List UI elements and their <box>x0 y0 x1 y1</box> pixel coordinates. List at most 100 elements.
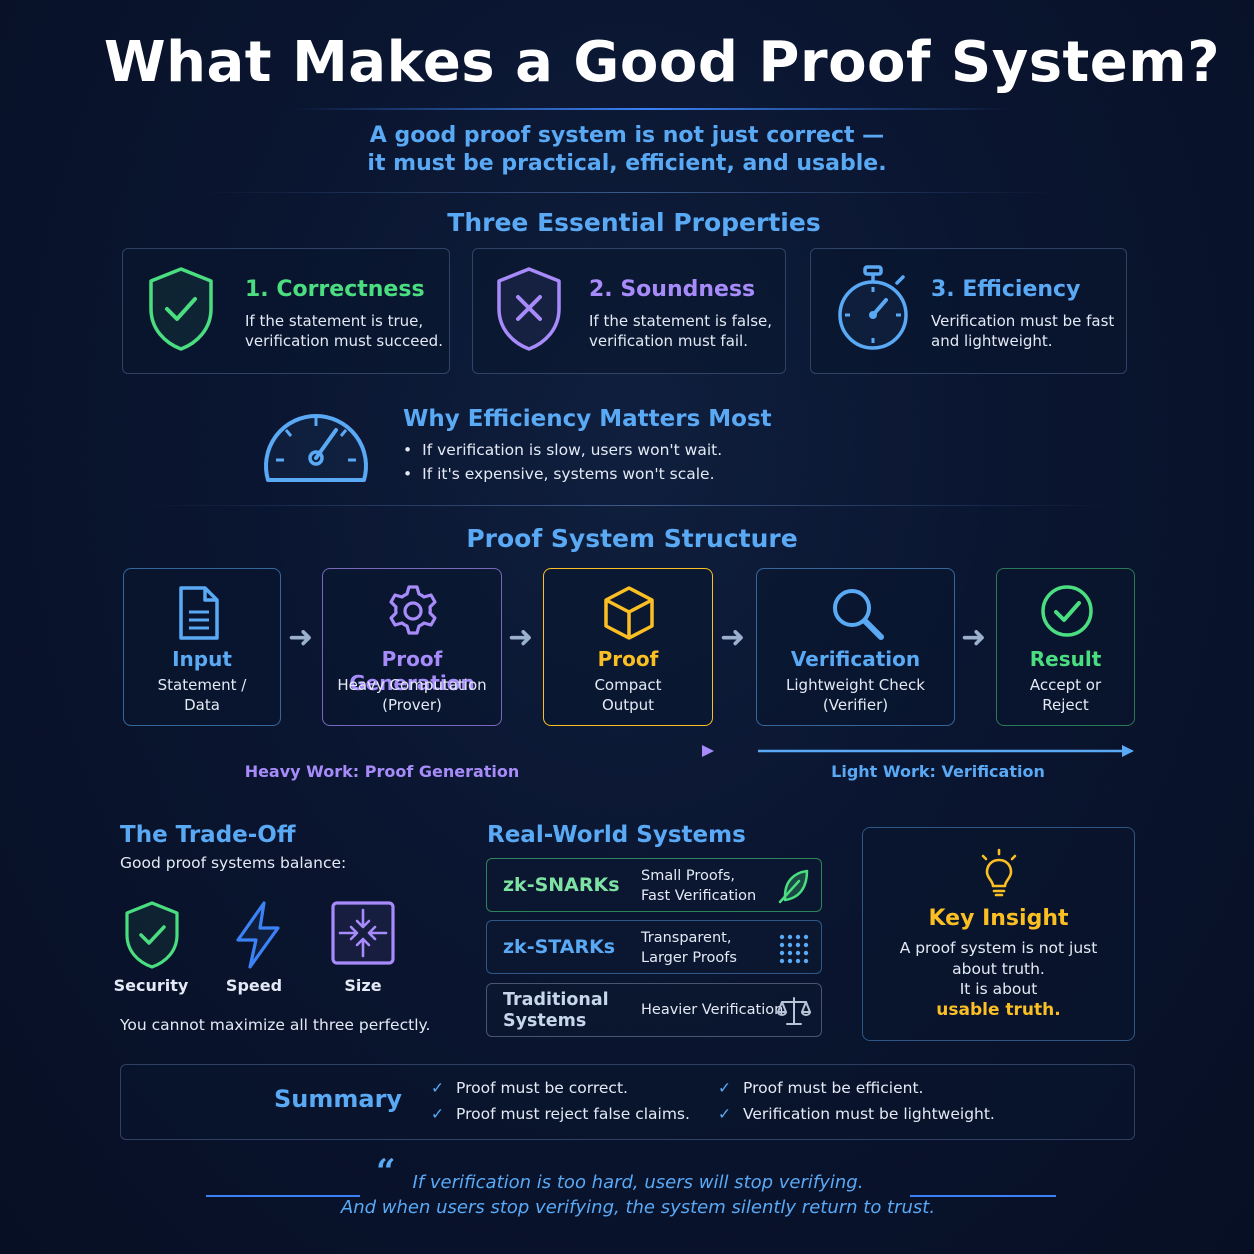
closing-quote-line: If verification is too hard, users will … <box>412 1172 864 1193</box>
flow-step-desc-line: Output <box>601 696 655 714</box>
flow-arrow-icon: ➜ <box>508 620 534 655</box>
property-desc-line: Verification must be fast <box>931 312 1115 330</box>
summary-item: ✓ Proof must be correct. <box>431 1079 628 1097</box>
flow-step-proof-generation: Proof Generation Heavy Computation (Prov… <box>322 568 502 726</box>
flow-step-title: Input <box>172 647 232 671</box>
page-title: What Makes a Good Proof System? <box>103 30 1221 95</box>
property-desc-line: verification must succeed. <box>245 332 443 350</box>
closing-quote: If verification is too hard, users will … <box>0 1170 1254 1220</box>
property-desc-line: If the statement is false, <box>589 312 773 330</box>
flow-step-desc-line: Lightweight Check <box>786 676 925 694</box>
heavy-work-arrow <box>124 745 714 757</box>
realworld-desc-line: Small Proofs, <box>641 868 736 884</box>
property-title: 2. Soundness <box>589 277 756 302</box>
tradeoff-label: Speed <box>225 976 283 995</box>
flow-step-title: Proof Generation <box>349 647 475 695</box>
flow-step-desc-line: (Prover) <box>382 696 442 714</box>
lightbulb-icon <box>981 848 1017 897</box>
flow-step-desc: Statement / Data <box>124 675 280 715</box>
tradeoff-heading: The Trade-Off <box>120 822 296 848</box>
realworld-name-line: Traditional <box>503 990 609 1010</box>
why-bullet-text: If verification is slow, users won't wai… <box>422 441 723 459</box>
key-insight-highlight: usable truth. <box>936 999 1061 1020</box>
realworld-name-line: Systems <box>503 1011 587 1031</box>
realworld-heading: Real-World Systems <box>487 822 746 848</box>
tradeoff-intro: Good proof systems balance: <box>120 854 347 872</box>
property-desc: Verification must be fast and lightweigh… <box>931 311 1114 351</box>
flow-step-desc-line: (Verifier) <box>822 696 889 714</box>
flow-step-proof: Proof Compact Output <box>543 568 713 726</box>
summary-item-text: Verification must be lightweight. <box>743 1105 995 1123</box>
realworld-name: zk-SNARKs <box>503 874 620 896</box>
check-icon: ✓ <box>718 1079 731 1097</box>
realworld-row-starks: zk-STARKs Transparent, Larger Proofs <box>486 920 822 974</box>
flow-step-desc-line: Statement / <box>157 676 247 694</box>
magnifier-icon <box>833 589 884 640</box>
subtitle-divider <box>200 192 1060 193</box>
stopwatch-icon <box>838 265 908 350</box>
key-insight-line: A proof system is not just <box>899 939 1098 957</box>
flow-step-desc-line: Data <box>184 696 220 714</box>
key-insight-line: about truth. <box>952 959 1045 978</box>
realworld-row-traditional: Traditional Systems Heavier Verification <box>486 983 822 1037</box>
subtitle-line-2: it must be practical, efficient, and usa… <box>367 151 887 176</box>
summary-item: ✓ Verification must be lightweight. <box>718 1105 995 1123</box>
title-divider <box>290 108 1010 110</box>
check-icon: ✓ <box>718 1105 731 1123</box>
realworld-name: zk-STARKs <box>503 936 616 958</box>
flow-arrow-icon: ➜ <box>720 620 746 655</box>
check-icon: ✓ <box>431 1105 444 1123</box>
key-insight-heading: Key Insight <box>928 906 1069 931</box>
summary-card: Summary ✓Proof must be correct. ✓Proof m… <box>120 1064 1135 1140</box>
cube-icon <box>604 586 654 640</box>
heavy-work-label: Heavy Work: Proof Generation <box>244 762 520 781</box>
property-desc: If the statement is false, verification … <box>589 311 772 351</box>
quote-line-right <box>910 1195 1056 1197</box>
flow-step-desc: Lightweight Check (Verifier) <box>757 675 954 715</box>
shield-check-icon <box>125 901 179 969</box>
flow-step-desc-line: Heavy Computation <box>337 676 487 694</box>
check-icon: ✓ <box>431 1079 444 1097</box>
why-bullet-text: If it's expensive, systems won't scale. <box>422 465 715 483</box>
document-icon <box>179 586 219 640</box>
flow-step-desc-line: Reject <box>1042 696 1089 714</box>
compress-icon <box>331 901 395 965</box>
property-desc: If the statement is true, verification m… <box>245 311 443 351</box>
property-desc-line: If the statement is true, <box>245 312 424 330</box>
flow-step-result: Result Accept or Reject <box>996 568 1135 726</box>
realworld-desc: Transparent, Larger Proofs <box>641 928 737 968</box>
tradeoff-label: Size <box>344 976 382 995</box>
key-insight-text: A proof system is not just about truth. … <box>863 938 1134 1020</box>
realworld-desc: Heavier Verification <box>641 1002 784 1018</box>
tradeoff-label: Security <box>113 976 189 995</box>
tradeoff-note: You cannot maximize all three perfectly. <box>120 1016 431 1034</box>
why-heading: Why Efficiency Matters Most <box>403 406 772 432</box>
light-work-arrow <box>758 745 1134 757</box>
flow-step-title: Result <box>1029 647 1102 671</box>
properties-heading: Three Essential Properties <box>447 208 821 237</box>
property-card-soundness: 2. Soundness If the statement is false, … <box>472 248 786 374</box>
flow-step-desc: Heavy Computation (Prover) <box>323 675 501 715</box>
feather-icon <box>778 869 809 904</box>
check-circle-icon <box>1041 585 1093 637</box>
summary-item-text: Proof must be correct. <box>456 1079 628 1097</box>
subtitle: A good proof system is not just correct … <box>0 122 1254 178</box>
realworld-row-snarks: zk-SNARKs Small Proofs, Fast Verificatio… <box>486 858 822 912</box>
why-bullet: •If it's expensive, systems won't scale. <box>403 465 715 483</box>
realworld-name: Traditional Systems <box>503 990 609 1032</box>
flow-arrow-icon: ➜ <box>288 620 314 655</box>
grid-dots-icon <box>779 934 809 964</box>
quote-mark-icon: “ <box>376 1152 396 1192</box>
flow-step-desc: Compact Output <box>544 675 712 715</box>
flow-step-title: Verification <box>790 647 921 671</box>
scales-icon <box>777 997 811 1025</box>
property-desc-line: verification must fail. <box>589 332 748 350</box>
why-bullet: •If verification is slow, users won't wa… <box>403 441 723 459</box>
structure-heading: Proof System Structure <box>466 524 798 553</box>
property-desc-line: and lightweight. <box>931 332 1053 350</box>
key-insight-line: It is about <box>959 980 1038 998</box>
summary-item: ✓Proof must be efficient. <box>718 1079 923 1097</box>
closing-quote-line: And when users stop verifying, the syste… <box>340 1197 936 1218</box>
realworld-desc-line: Transparent, <box>641 930 732 946</box>
flow-step-desc: Accept or Reject <box>997 675 1134 715</box>
